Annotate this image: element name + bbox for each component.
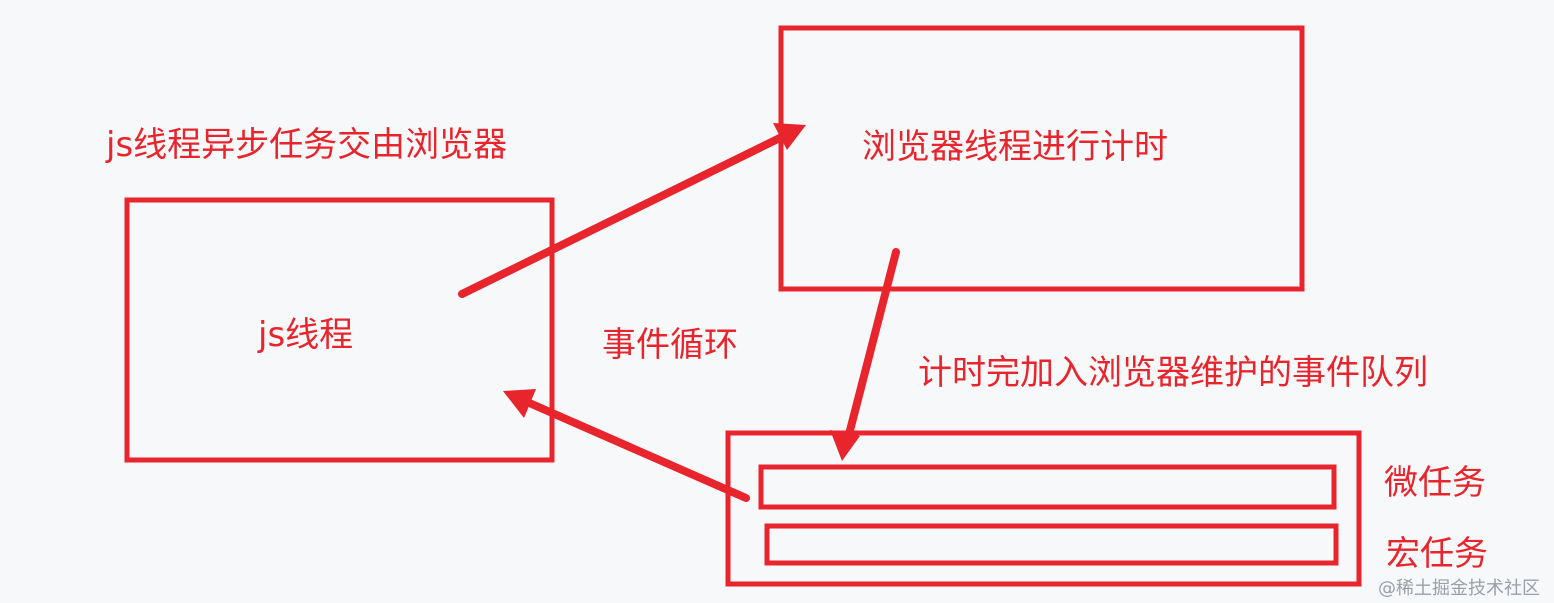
macrotask-label: 宏任务 bbox=[1386, 534, 1488, 574]
js-thread-box bbox=[124, 197, 555, 463]
timer-done-label: 计时完加入浏览器维护的事件队列 bbox=[918, 353, 1428, 393]
js-thread-label: js线程 bbox=[258, 315, 354, 355]
arrow-browser-to-queue bbox=[830, 248, 900, 461]
browser-thread-box bbox=[778, 25, 1305, 292]
async-handoff-label: js线程异步任务交由浏览器 bbox=[106, 125, 508, 165]
event-loop-label: 事件循环 bbox=[602, 325, 738, 365]
event-queue-box bbox=[725, 430, 1362, 587]
watermark: @稀土掘金技术社区 bbox=[1378, 578, 1540, 599]
microtask-label: 微任务 bbox=[1384, 463, 1486, 503]
macrotask-queue-bar bbox=[764, 523, 1339, 566]
microtask-queue-bar bbox=[758, 464, 1337, 510]
browser-timer-label: 浏览器线程进行计时 bbox=[862, 127, 1168, 167]
arrow-queue-to-js bbox=[503, 389, 750, 502]
arrow-js-to-browser bbox=[458, 123, 806, 298]
